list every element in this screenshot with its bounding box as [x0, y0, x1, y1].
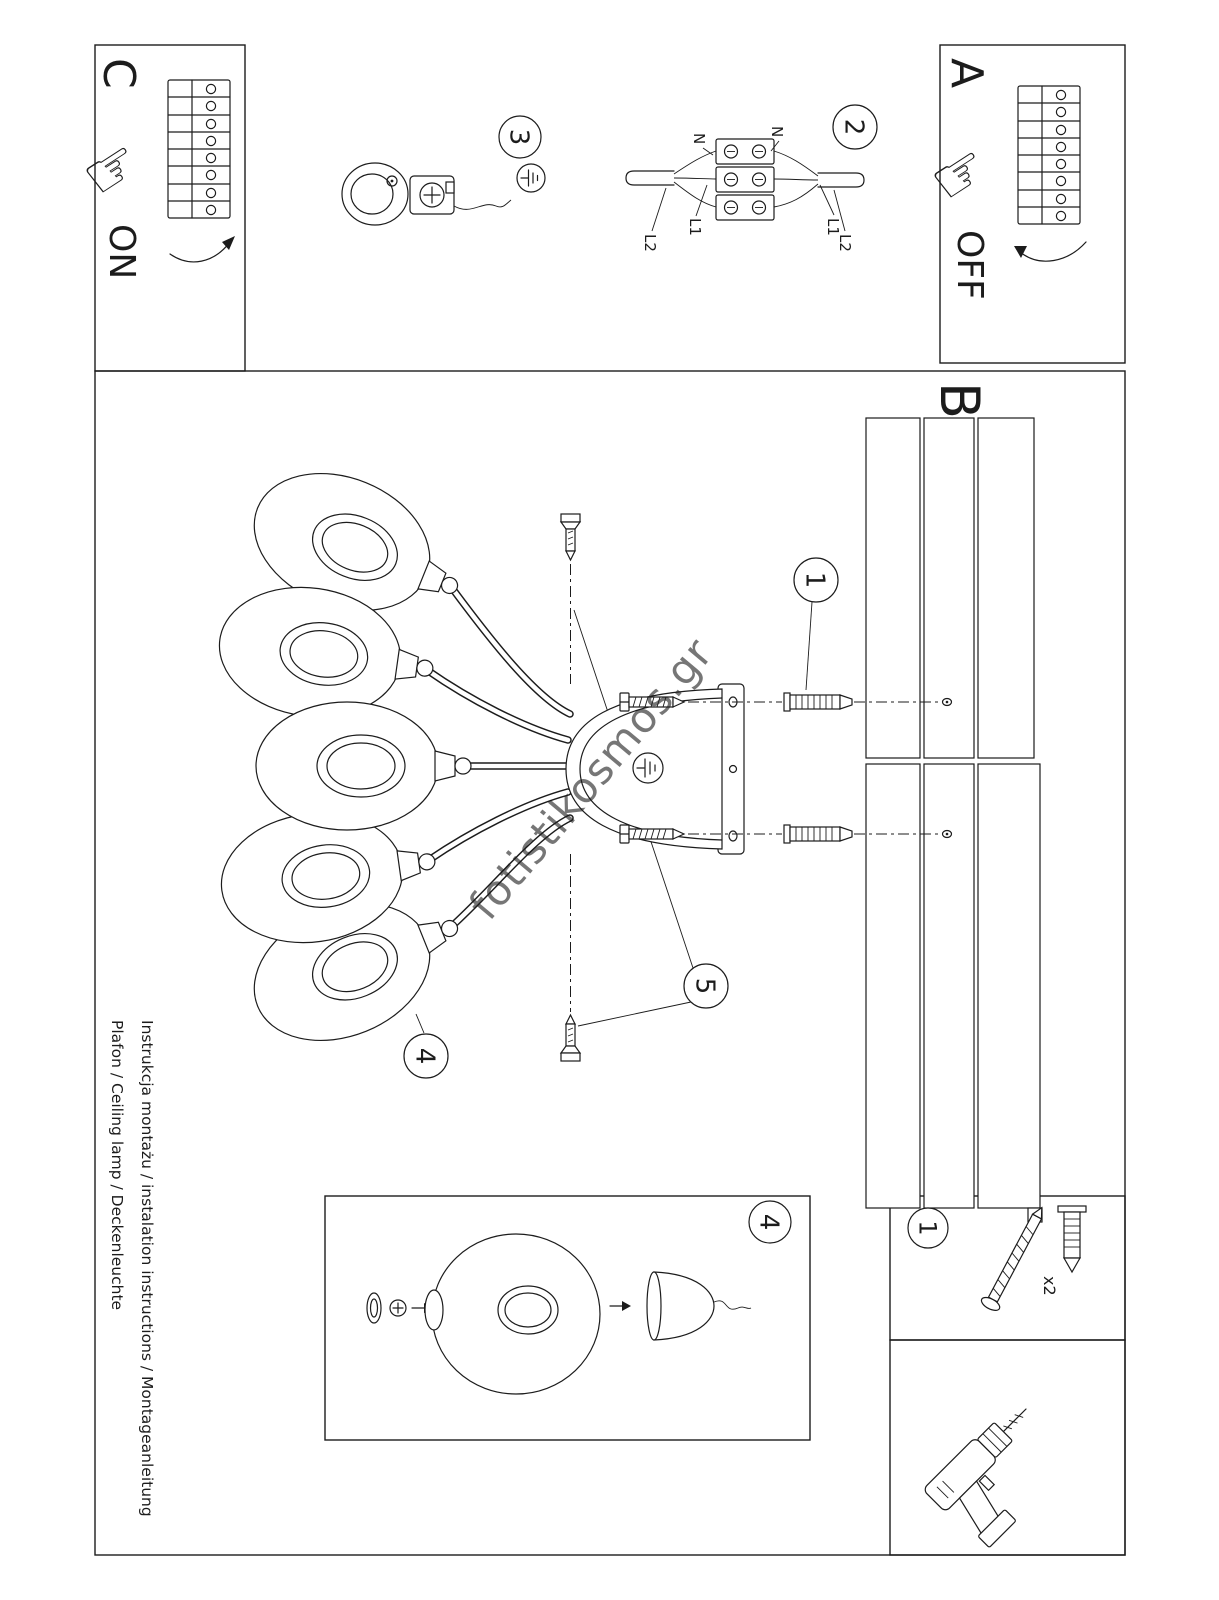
callout-circle-1 — [793, 557, 839, 603]
step-2: 2 N N L1 — [625, 104, 878, 252]
drill-icon — [924, 1408, 1027, 1548]
terminal-block-icon — [167, 79, 231, 219]
drill-hole-mark — [941, 697, 953, 707]
mounting-hardware — [619, 692, 941, 844]
anchor-quantity: x2 — [1040, 1276, 1059, 1296]
footer-product-text: Plafon / Ceiling lamp / Deckenleuchte — [108, 1020, 126, 1310]
bracket-hole — [728, 830, 738, 842]
panel-c-label: C — [93, 58, 144, 89]
drill-hole-mark — [941, 829, 953, 839]
retaining-ring-icon — [366, 1292, 407, 1324]
screw-icon — [980, 1206, 1043, 1311]
assembly-arrow-icon — [609, 1301, 631, 1311]
callout-3-number: 3 — [504, 129, 534, 146]
rotate-arrow-icon — [169, 236, 235, 263]
wall-anchor-icon — [1057, 1205, 1087, 1274]
canopy-screw-bottom — [559, 854, 582, 1062]
detail-1: 1 x2 — [907, 1205, 1087, 1311]
canopy-screw-top — [559, 513, 582, 684]
footer-instructions-text: Instrukcja montażu / instalation instruc… — [138, 1020, 156, 1517]
callout-5-number: 5 — [690, 978, 720, 995]
callout-circle-3 — [498, 115, 542, 159]
panel-a-box — [939, 44, 1126, 364]
label-l1-right: L1 — [824, 218, 842, 236]
ground-icon — [632, 752, 664, 784]
cable-icon — [625, 150, 865, 208]
wall-planks — [865, 417, 1043, 1223]
callout-circle-2 — [832, 104, 878, 150]
callout-4-number: 4 — [410, 1048, 440, 1065]
detail-socket-icon — [646, 1271, 752, 1341]
drill-box — [889, 1339, 1126, 1556]
section-b: B — [865, 382, 1043, 1223]
detail-glass-shade — [424, 1233, 601, 1395]
callout-detail-1-number: 1 — [913, 1220, 941, 1235]
label-n-left: N — [690, 133, 708, 144]
power-off-label: OFF — [949, 230, 990, 300]
wire — [713, 1300, 752, 1310]
callout-5: 5 — [683, 963, 729, 1009]
power-on-label: ON — [101, 224, 142, 279]
detail-4-box — [324, 1195, 811, 1441]
label-l2-left: L2 — [641, 234, 659, 252]
bracket-hole — [728, 764, 738, 774]
callout-detail-4-number: 4 — [754, 1214, 784, 1231]
wire — [453, 199, 512, 210]
hand-icon: ☞ — [68, 123, 154, 215]
wall-anchor-icon — [783, 692, 853, 712]
hand-icon: ☞ — [916, 128, 1002, 220]
rotate-arrow-icon — [1014, 241, 1087, 262]
step-3: 3 — [341, 115, 546, 226]
callout-2-number: 2 — [839, 119, 869, 136]
panel-c: C ☞ ON — [68, 58, 235, 279]
ground-icon — [516, 163, 546, 193]
footer: Instrukcja montażu / instalation instruc… — [108, 1020, 156, 1517]
section-b-label: B — [928, 382, 991, 419]
callout-circle-detail-4 — [748, 1200, 792, 1244]
callout-circle-detail-1 — [907, 1207, 949, 1249]
canopy — [565, 683, 745, 855]
detail-4: 4 — [366, 1200, 792, 1395]
glass-shade — [255, 701, 472, 831]
lamp-socket-icon — [341, 162, 512, 226]
callout-circle-4 — [403, 1033, 449, 1079]
panel-a-label: A — [941, 58, 992, 88]
wire-labels: N N L1 L2 L1 L2 — [641, 126, 854, 252]
wiring-terminal-icon — [715, 138, 775, 221]
wall-anchor-icon — [783, 824, 853, 844]
label-n-right: N — [768, 126, 786, 137]
label-l2-right: L2 — [836, 234, 854, 252]
terminal-block-icon — [1017, 85, 1081, 225]
frames — [94, 44, 1126, 1556]
panel-a: A ☞ OFF — [916, 58, 1087, 300]
label-l1-left: L1 — [686, 218, 704, 236]
callout-1: 1 — [793, 557, 839, 691]
main-box — [94, 370, 1126, 1556]
callout-circle-5 — [683, 963, 729, 1009]
callout-4: 4 — [403, 1013, 449, 1079]
callout-1-number: 1 — [800, 572, 830, 589]
lamp-arms — [423, 584, 574, 930]
